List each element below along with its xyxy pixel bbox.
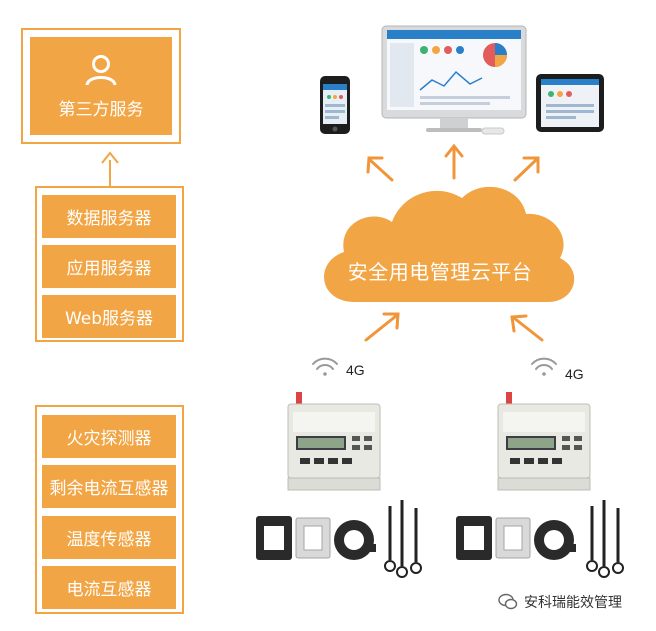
network-label-left: 4G — [346, 362, 365, 378]
gateway-device-right — [497, 392, 591, 491]
watermark: 安科瑞能效管理 — [498, 592, 622, 612]
arrows-to-clients — [366, 143, 540, 182]
server-label: Web服务器 — [64, 309, 154, 329]
cloud-platform-label: 安全用电管理云平台 — [347, 260, 533, 284]
arrow-servers-to-third-party — [109, 160, 111, 186]
gateway-device-left — [287, 392, 381, 491]
temperature-probes-left — [384, 500, 422, 578]
phone-device — [320, 76, 350, 134]
current-transformers-right — [456, 516, 576, 560]
server-label: 数据服务器 — [66, 209, 152, 229]
current-transformers-left — [256, 516, 376, 560]
sensor-item-current: 电流互感器 — [42, 566, 176, 609]
network-label-right: 4G — [565, 366, 584, 382]
server-label: 应用服务器 — [66, 259, 152, 279]
user-icon — [85, 54, 117, 86]
third-party-box: 第三方服务 — [30, 37, 172, 135]
sensor-item-residual-current: 剩余电流互感器 — [42, 465, 176, 508]
temperature-probes-right — [586, 500, 624, 578]
server-item-web: Web服务器 — [42, 295, 176, 338]
sensor-item-temperature: 温度传感器 — [42, 516, 176, 559]
wifi-icon-right — [531, 357, 557, 376]
sensor-label: 电流互感器 — [66, 580, 152, 600]
watermark-text: 安科瑞能效管理 — [524, 595, 622, 611]
desktop-monitor — [381, 25, 527, 135]
third-party-label: 第三方服务 — [58, 99, 144, 120]
sensor-label: 温度传感器 — [66, 530, 152, 550]
wechat-icon — [498, 593, 518, 610]
sensor-item-fire: 火灾探测器 — [42, 415, 176, 458]
arrows-to-cloud — [364, 312, 544, 342]
sensor-label: 火灾探测器 — [66, 429, 152, 449]
wifi-icon-left — [312, 357, 338, 376]
server-item-app: 应用服务器 — [42, 245, 176, 288]
tablet-device — [536, 74, 604, 132]
sensor-label: 剩余电流互感器 — [49, 479, 169, 499]
server-item-data: 数据服务器 — [42, 195, 176, 238]
